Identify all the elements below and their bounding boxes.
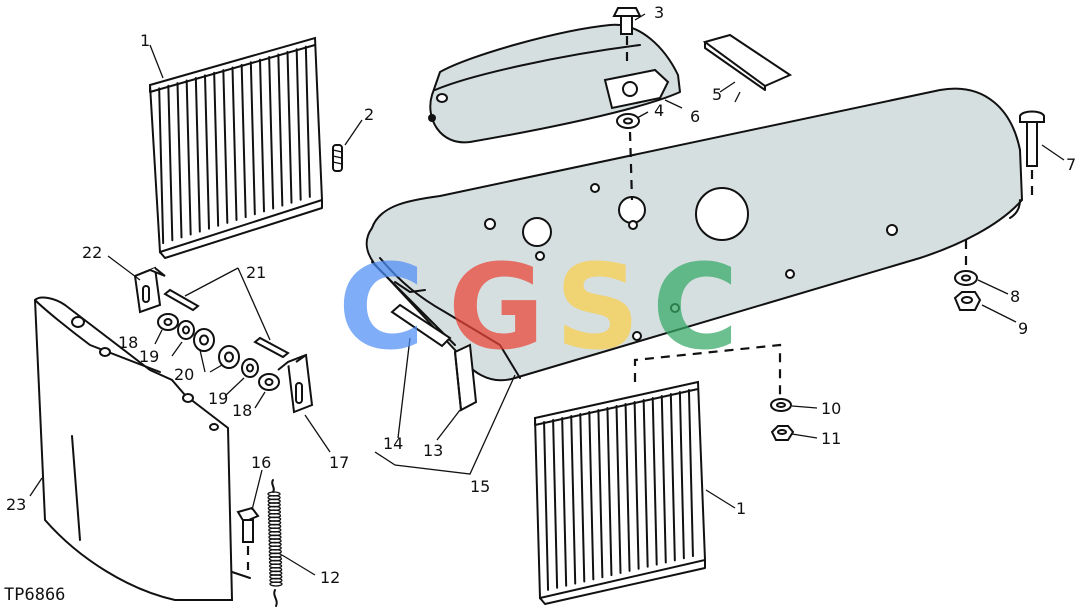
callout-3: 3 [654,3,664,22]
grille-slat [158,87,165,245]
main-cover-plate [365,87,1023,382]
callout-2: 2 [364,105,374,124]
callout-16: 16 [251,453,271,472]
seal-strip-14 [390,303,452,348]
callout-8: 8 [1010,287,1020,306]
grille-slat [304,45,311,198]
grille-lower [533,380,707,605]
callout-18-left: 18 [118,333,138,352]
leader-lines [29,13,1065,576]
grille-slat [597,409,604,579]
grille-slat [678,391,685,560]
grille-slat [669,393,676,562]
washer-10 [770,398,792,412]
grille-slat [176,82,183,239]
callout-labels: 1 2 3 4 5 6 7 8 9 10 11 12 13 14 15 16 1… [6,3,1076,587]
grille-slat [167,84,174,242]
washer-set [157,313,280,391]
bracket-17 [277,353,314,414]
grille-slat [222,69,229,224]
spring-clip-2 [332,144,343,172]
grille-slat [633,401,640,570]
callout-10: 10 [821,399,841,418]
grille-slat [295,48,302,201]
callout-4: 4 [654,101,664,120]
callout-12: 12 [320,568,340,587]
pin-21-lower [253,336,290,359]
pin-21-upper [163,288,200,312]
callout-9: 9 [1018,319,1028,338]
grille-slat [570,415,577,585]
grille-slat [277,53,284,207]
grille-slat [561,417,568,587]
watermark-letter-g: G [448,238,545,376]
watermark-letter-c1: C [338,238,425,376]
callout-23: 23 [6,495,26,514]
callout-11: 11 [821,429,841,448]
callout-20: 20 [174,365,194,384]
grille-slat [687,389,694,558]
grille-slat [185,79,192,236]
callout-19-left: 19 [139,347,159,366]
grille-slat [579,413,586,583]
grille-slat [213,71,220,227]
grille-slat [249,61,256,216]
upper-cover [428,23,681,144]
grille-slat [259,58,265,213]
grille-slat [642,399,649,568]
axis-line-10 [633,343,782,395]
grille-slat [204,74,210,230]
callout-5: 5 [712,85,722,104]
nut-11 [770,425,795,441]
callout-18-right: 18 [232,401,252,420]
nut-9 [953,291,982,311]
grille-slat [552,419,559,589]
grille-slat [268,56,275,210]
bolt-7 [1019,110,1045,195]
grille-slat [606,407,613,577]
callout-1-lower: 1 [736,499,746,518]
grille-upper-slats [158,45,311,245]
lock-washer-8 [954,270,978,286]
callout-19-right: 19 [208,389,228,408]
spring-coil [269,581,283,587]
callout-7: 7 [1066,155,1076,174]
bolt-3 [612,7,642,62]
callout-15: 15 [470,477,490,496]
bolt-16 [231,506,260,579]
grille-slat [624,403,631,572]
spring-12-coils [267,491,283,587]
seal-strip-13 [453,343,478,412]
grille-slat [615,405,622,574]
grille-upper [148,36,324,259]
grille-slat [660,395,667,564]
watermark: C G S C [338,238,739,376]
grille-slat [194,76,201,233]
spring-12 [267,479,283,607]
washer-4 [616,113,640,201]
callout-6: 6 [690,107,700,126]
seal-strip-5 [702,33,793,91]
grille-slat [543,421,550,591]
bracket-22 [133,266,166,314]
side-panel-23 [33,296,234,601]
grille-slat [286,50,293,204]
callout-14: 14 [383,434,403,453]
grille-slat [231,66,238,221]
grille-slat [651,397,658,566]
callout-1-upper: 1 [140,31,150,50]
grille-lower-slats [543,389,694,591]
callout-22: 22 [82,243,102,262]
watermark-letter-s: S [555,238,640,376]
grille-slat [240,63,247,219]
watermark-letter-c2: C [652,238,739,376]
callout-17: 17 [329,453,349,472]
callout-13: 13 [423,441,443,460]
callout-21: 21 [246,263,266,282]
drawing-code: TP6866 [4,585,65,605]
grille-slat [588,411,595,581]
